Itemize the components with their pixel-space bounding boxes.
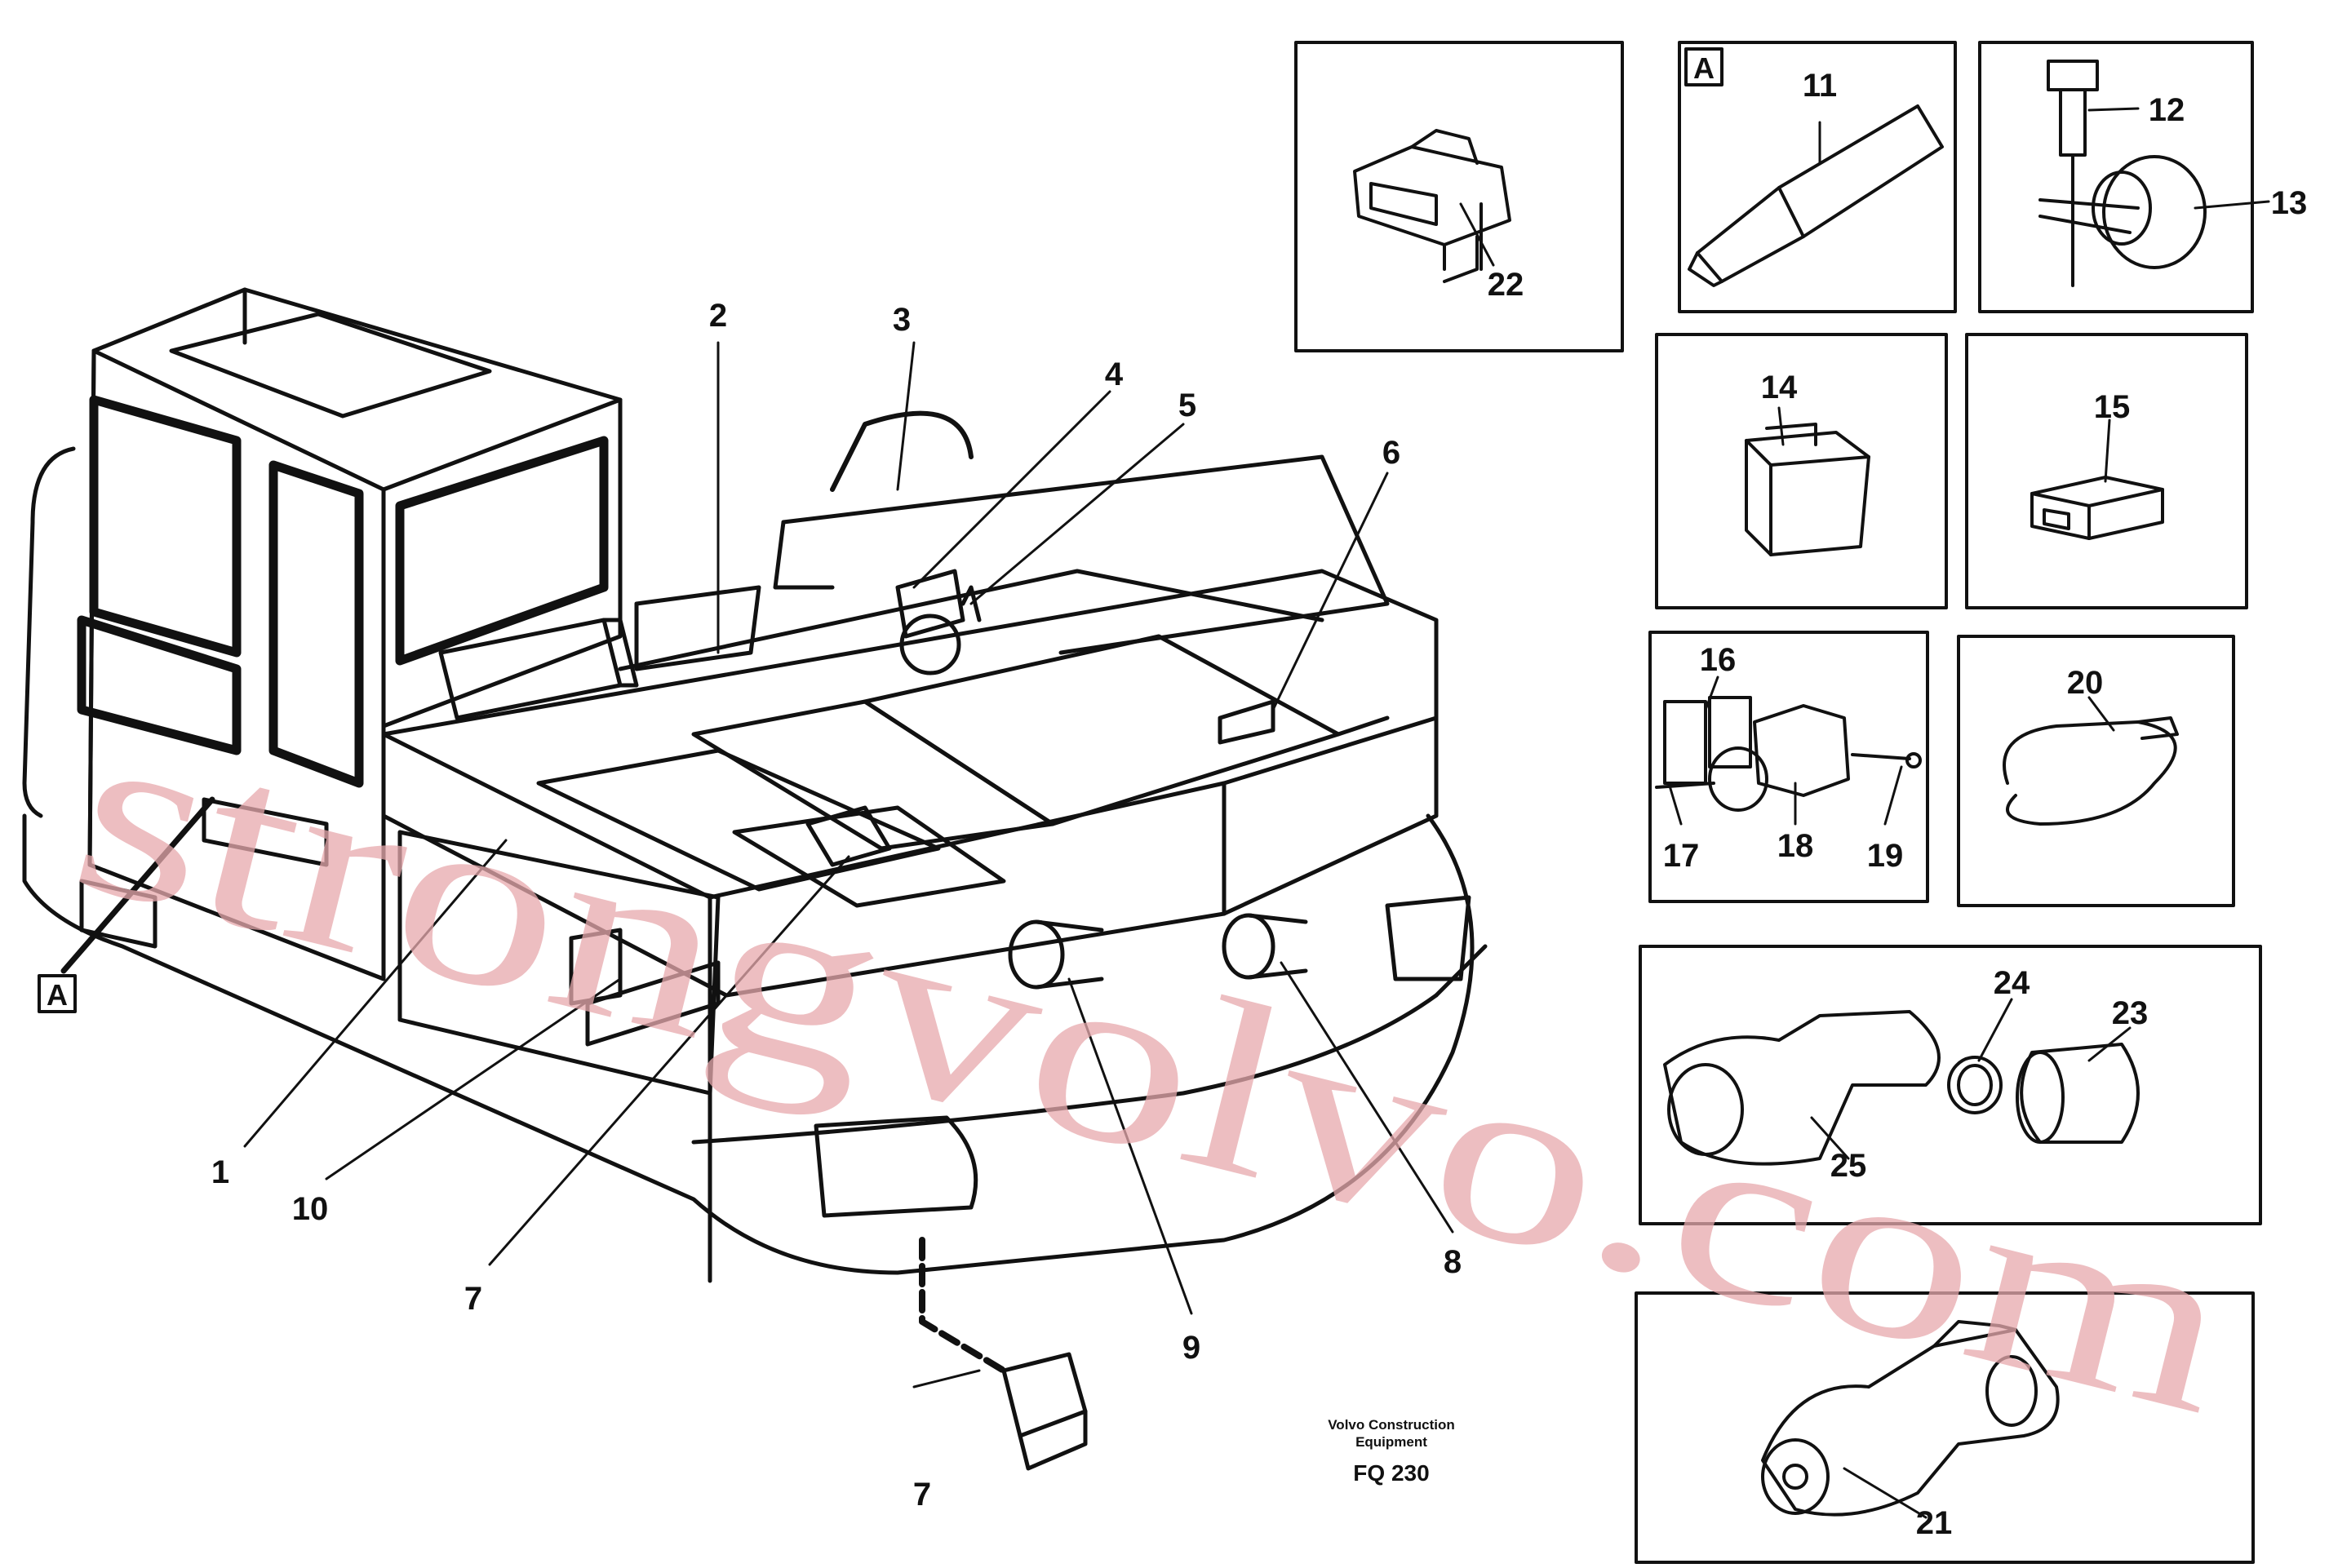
callout-23: 23 — [2112, 995, 2149, 1031]
callout-22: 22 — [1488, 267, 1524, 303]
callout-2: 2 — [709, 298, 727, 334]
callout-7a: 7 — [464, 1281, 482, 1317]
callout-7b: 7 — [913, 1477, 931, 1513]
inset-panel-11 — [1678, 41, 1957, 313]
view-marker-box-inset — [1684, 47, 1723, 86]
excavator-illustration — [22, 287, 1488, 1471]
inset-panel-16-19 — [1648, 631, 1929, 903]
callout-17: 17 — [1663, 838, 1700, 874]
callout-1: 1 — [211, 1154, 229, 1190]
callout-24: 24 — [1994, 965, 2030, 1001]
view-marker-box-main — [38, 974, 77, 1013]
leader-lines-inset — [1459, 107, 2270, 1519]
callout-5: 5 — [1178, 388, 1196, 423]
inset-panel-21 — [1635, 1291, 2255, 1564]
callout-12: 12 — [2149, 92, 2185, 128]
callout-11: 11 — [1803, 68, 1837, 104]
leader-lines-main — [60, 341, 1454, 1389]
callout-9: 9 — [1182, 1330, 1200, 1366]
callout-19: 19 — [1867, 838, 1904, 874]
inset-panel-14 — [1655, 333, 1948, 609]
credit-line-1: Volvo Construction — [1328, 1417, 1455, 1433]
view-marker-inset: A — [1693, 51, 1715, 85]
inset-panel-12-13 — [1978, 41, 2254, 313]
callout-labels: 1 2 3 4 5 6 7 7 8 9 10 11 12 13 14 15 16… — [211, 68, 2307, 1541]
inset-panel-23-25 — [1639, 945, 2262, 1225]
callout-25: 25 — [1830, 1148, 1867, 1184]
callout-10: 10 — [292, 1191, 329, 1227]
callout-21: 21 — [1916, 1505, 1953, 1541]
callout-18: 18 — [1777, 828, 1814, 864]
callout-15: 15 — [2094, 389, 2131, 425]
callout-8: 8 — [1444, 1244, 1462, 1280]
inset-panel-20 — [1957, 635, 2235, 907]
inset-panels — [1294, 41, 2262, 1564]
callout-6: 6 — [1382, 435, 1400, 471]
view-marker-main: A — [47, 978, 68, 1012]
callout-20: 20 — [2067, 665, 2104, 701]
callout-4: 4 — [1105, 357, 1124, 392]
callout-14: 14 — [1761, 370, 1798, 405]
inset-panel-22 — [1294, 41, 1624, 352]
callout-16: 16 — [1700, 642, 1737, 678]
figure-code: FQ 230 — [1353, 1460, 1429, 1486]
callout-3: 3 — [893, 302, 911, 338]
callout-13: 13 — [2271, 185, 2308, 221]
credit-line-2: Equipment — [1355, 1434, 1427, 1450]
watermark: strongvolvo.com — [52, 670, 2256, 1466]
inset-panel-15 — [1965, 333, 2248, 609]
